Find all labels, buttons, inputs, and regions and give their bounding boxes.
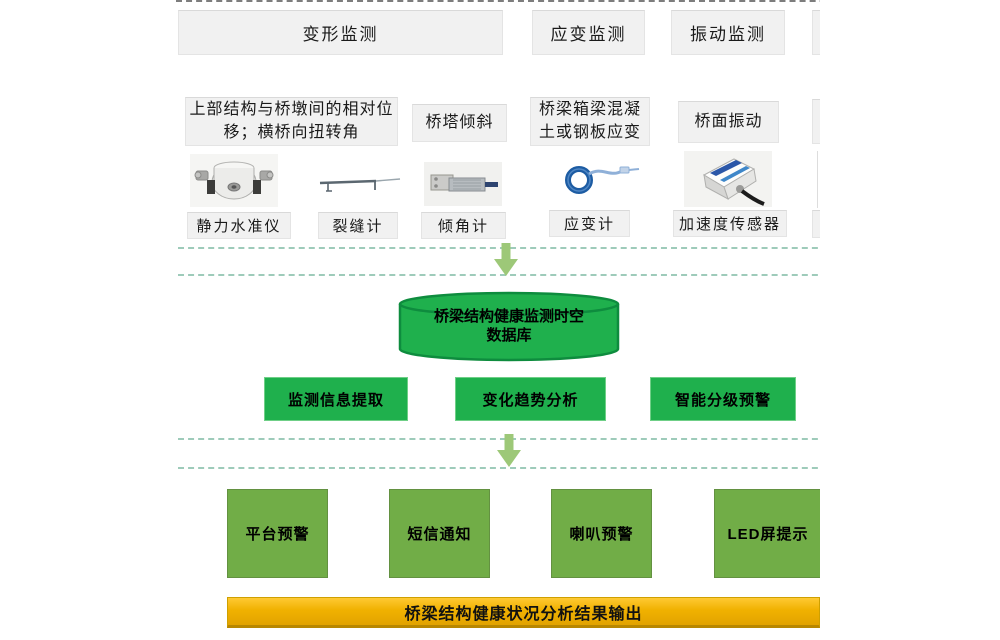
accelerometer-icon bbox=[684, 151, 772, 207]
database-label-line2: 数据库 bbox=[486, 327, 532, 344]
sensor-label: 倾角计 bbox=[437, 218, 489, 235]
measurement-box-girder-strain: 桥梁箱梁混凝土或钢板应变 bbox=[530, 97, 650, 146]
strain-gauge-icon bbox=[558, 158, 642, 198]
header-deformation-monitoring: 变形监测 bbox=[178, 10, 503, 55]
analysis-box-trend-analysis: 变化趋势分析 bbox=[455, 377, 606, 421]
measurement-relative-displacement: 上部结构与桥墩间的相对位移；横桥向扭转角 bbox=[185, 97, 398, 146]
alert-label: 喇叭预警 bbox=[569, 526, 634, 543]
crack-meter-icon bbox=[318, 168, 402, 196]
inclinometer-icon bbox=[424, 162, 502, 206]
measurement-label: 上部结构与桥墩间的相对位移；横桥向扭转角 bbox=[189, 101, 394, 141]
diagram-clip-region: 变形监测 应变监测 振动监测 上部结构与桥墩间的相对位移；横桥向扭转角 桥塔倾斜… bbox=[176, 0, 820, 628]
database-label-line1: 桥梁结构健康监测时空 bbox=[433, 308, 584, 325]
analysis-box-info-extraction: 监测信息提取 bbox=[264, 377, 408, 421]
zone-divider-line bbox=[178, 247, 820, 249]
header-strain-monitoring: 应变监测 bbox=[532, 10, 645, 55]
measurement-clipped-box bbox=[812, 99, 820, 144]
sensor-label-inclinometer: 倾角计 bbox=[421, 212, 506, 239]
analysis-label: 监测信息提取 bbox=[287, 391, 384, 409]
header-label: 应变监测 bbox=[550, 25, 627, 44]
measurement-deck-vibration: 桥面振动 bbox=[678, 101, 779, 143]
alert-label: LED屏提示 bbox=[727, 526, 809, 543]
analysis-label: 变化趋势分析 bbox=[482, 391, 579, 409]
measurement-label: 桥面振动 bbox=[694, 112, 763, 130]
zone-divider-line bbox=[178, 467, 820, 469]
sensor-label: 加速度传感器 bbox=[678, 216, 781, 233]
result-output-label: 桥梁结构健康状况分析结果输出 bbox=[404, 605, 643, 623]
alert-box-led-display: LED屏提示 bbox=[714, 489, 820, 578]
database-cylinder: 桥梁结构健康监测时空 数据库 bbox=[398, 291, 620, 362]
alert-box-platform-warning: 平台预警 bbox=[227, 489, 328, 578]
analysis-box-smart-warning: 智能分级预警 bbox=[650, 377, 796, 421]
down-arrow-icon bbox=[493, 243, 519, 282]
down-arrow-icon bbox=[496, 434, 522, 473]
header-clipped-box bbox=[812, 10, 820, 55]
result-output-bar: 桥梁结构健康状况分析结果输出 bbox=[227, 597, 820, 628]
sensor-label-hydrostatic-level: 静力水准仪 bbox=[187, 212, 291, 239]
sensor-label: 静力水准仪 bbox=[196, 218, 282, 235]
sensor-label: 裂缝计 bbox=[332, 218, 384, 235]
zone-divider-line bbox=[178, 274, 820, 276]
alert-box-horn-warning: 喇叭预警 bbox=[551, 489, 652, 578]
top-cut-dashed-line bbox=[176, 0, 820, 2]
measurement-tower-tilt: 桥塔倾斜 bbox=[412, 104, 507, 142]
measurement-label: 桥塔倾斜 bbox=[425, 113, 494, 131]
sensor-label-clipped-box bbox=[812, 210, 820, 238]
alert-label: 平台预警 bbox=[245, 526, 310, 543]
header-vibration-monitoring: 振动监测 bbox=[671, 10, 785, 55]
header-label: 振动监测 bbox=[690, 25, 766, 44]
database-label: 桥梁结构健康监测时空 数据库 bbox=[398, 307, 620, 345]
sensor-label-crack-meter: 裂缝计 bbox=[318, 212, 398, 239]
alert-label: 短信通知 bbox=[407, 526, 472, 543]
sensor-label-strain-gauge: 应变计 bbox=[549, 210, 630, 237]
alert-box-sms-notice: 短信通知 bbox=[389, 489, 490, 578]
measurement-label: 桥梁箱梁混凝土或钢板应变 bbox=[538, 101, 641, 141]
sensor-label-accelerometer: 加速度传感器 bbox=[673, 210, 787, 237]
clipped-image-edge-line bbox=[817, 151, 818, 208]
hydrostatic-level-icon bbox=[190, 154, 278, 207]
sensor-label: 应变计 bbox=[563, 216, 615, 233]
analysis-label: 智能分级预警 bbox=[674, 391, 771, 409]
zone-divider-line bbox=[178, 438, 820, 440]
header-label: 变形监测 bbox=[302, 25, 379, 44]
